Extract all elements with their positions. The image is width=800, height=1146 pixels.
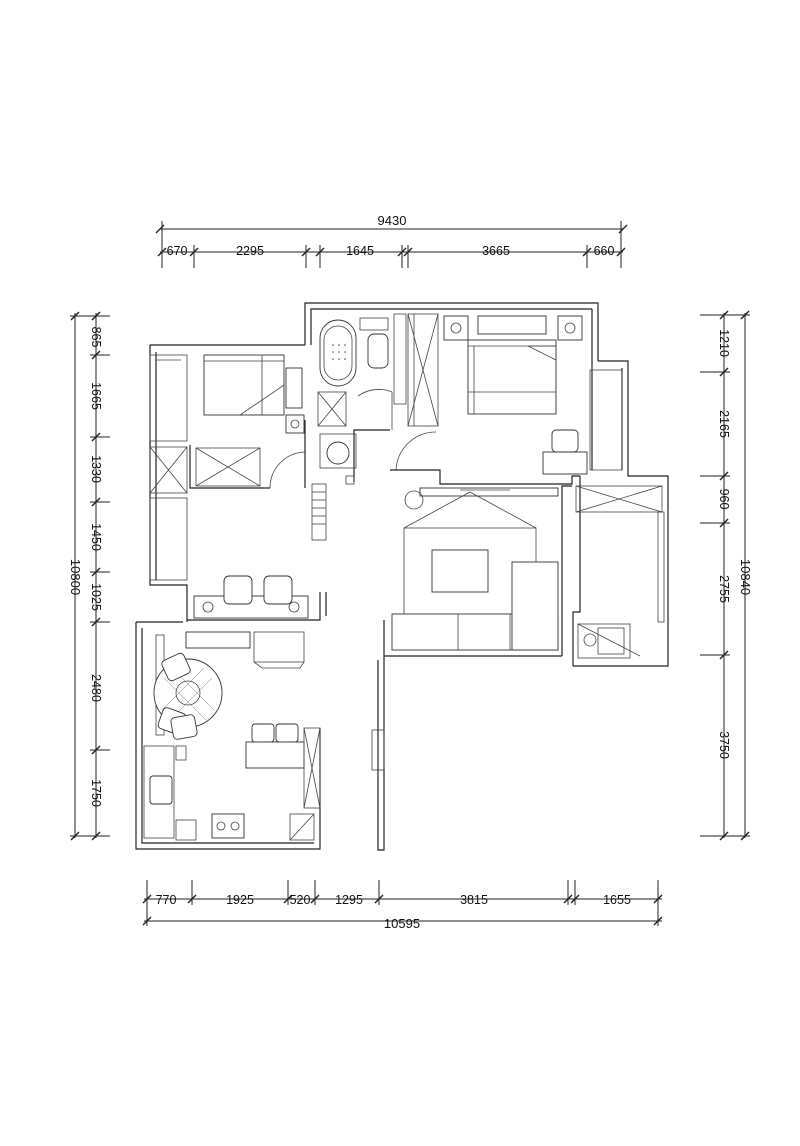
living-room [391,487,559,651]
bathroom [317,317,393,485]
bottom-dimension-chain: 770 1925 520 1295 3815 1655 10595 [142,880,663,931]
third-bedroom [577,623,641,659]
chair-icon [161,652,191,682]
left-seg-3: 1330 [89,455,103,483]
single-bed-icon [203,354,285,416]
right-seg-4: 2755 [717,575,731,603]
left-seg-1: 865 [89,327,103,348]
coffee-table [431,549,489,593]
right-seg-5: 3750 [717,731,731,759]
bottom-seg-6: 1655 [603,893,631,907]
left-seg-4: 1450 [89,523,103,551]
left-total-dim: 10800 [68,559,83,595]
top-seg-2: 2295 [236,244,264,258]
top-seg-3: 1645 [346,244,374,258]
bottom-seg-2: 1925 [226,893,254,907]
dining-kitchen [143,631,321,841]
left-dimension-chain: 865 1665 1330 1450 1025 2480 1750 10800 [68,311,110,841]
chair-icon [223,575,253,605]
door-swing-icon [357,389,393,397]
right-total-dim: 10840 [738,559,753,595]
chair-icon [275,723,299,743]
tv-console-icon [419,487,559,497]
washbasin-icon [326,441,350,465]
chair-icon [551,429,579,453]
chair-icon [251,723,275,743]
top-total-dim: 9430 [378,213,407,228]
toilet-icon [367,333,389,369]
left-seg-2: 1665 [89,382,103,410]
bottom-seg-4: 1295 [335,893,363,907]
master-bedroom [393,313,588,475]
top-seg-5: 660 [594,244,615,258]
right-dimension-chain: 1210 2165 960 2755 3750 10840 [700,310,753,841]
bottom-seg-3: 520 [290,893,311,907]
top-dimension-chain: 9430 670 2295 1645 3665 660 [155,213,628,268]
bottom-seg-1: 770 [156,893,177,907]
left-seg-7: 1750 [89,779,103,807]
chair-icon [170,714,198,740]
second-bedroom [195,354,306,489]
bathtub-dots [332,344,346,360]
sideboard [185,631,251,649]
study [193,483,327,619]
desk [253,631,305,663]
bottom-total-dim: 10595 [384,916,420,931]
right-seg-2: 2165 [717,410,731,438]
sink-icon [149,775,173,805]
right-seg-1: 1210 [717,329,731,357]
chair-icon [263,575,293,605]
windows [149,354,665,771]
top-seg-1: 670 [167,244,188,258]
headboard [477,315,547,335]
bathtub-icon [319,319,357,387]
right-seg-3: 960 [717,489,731,510]
top-seg-4: 3665 [482,244,510,258]
double-bed-icon [467,339,557,415]
counter [245,741,305,769]
left-seg-5: 1025 [89,583,103,611]
left-seg-6: 2480 [89,674,103,702]
bottom-seg-5: 3815 [460,893,488,907]
